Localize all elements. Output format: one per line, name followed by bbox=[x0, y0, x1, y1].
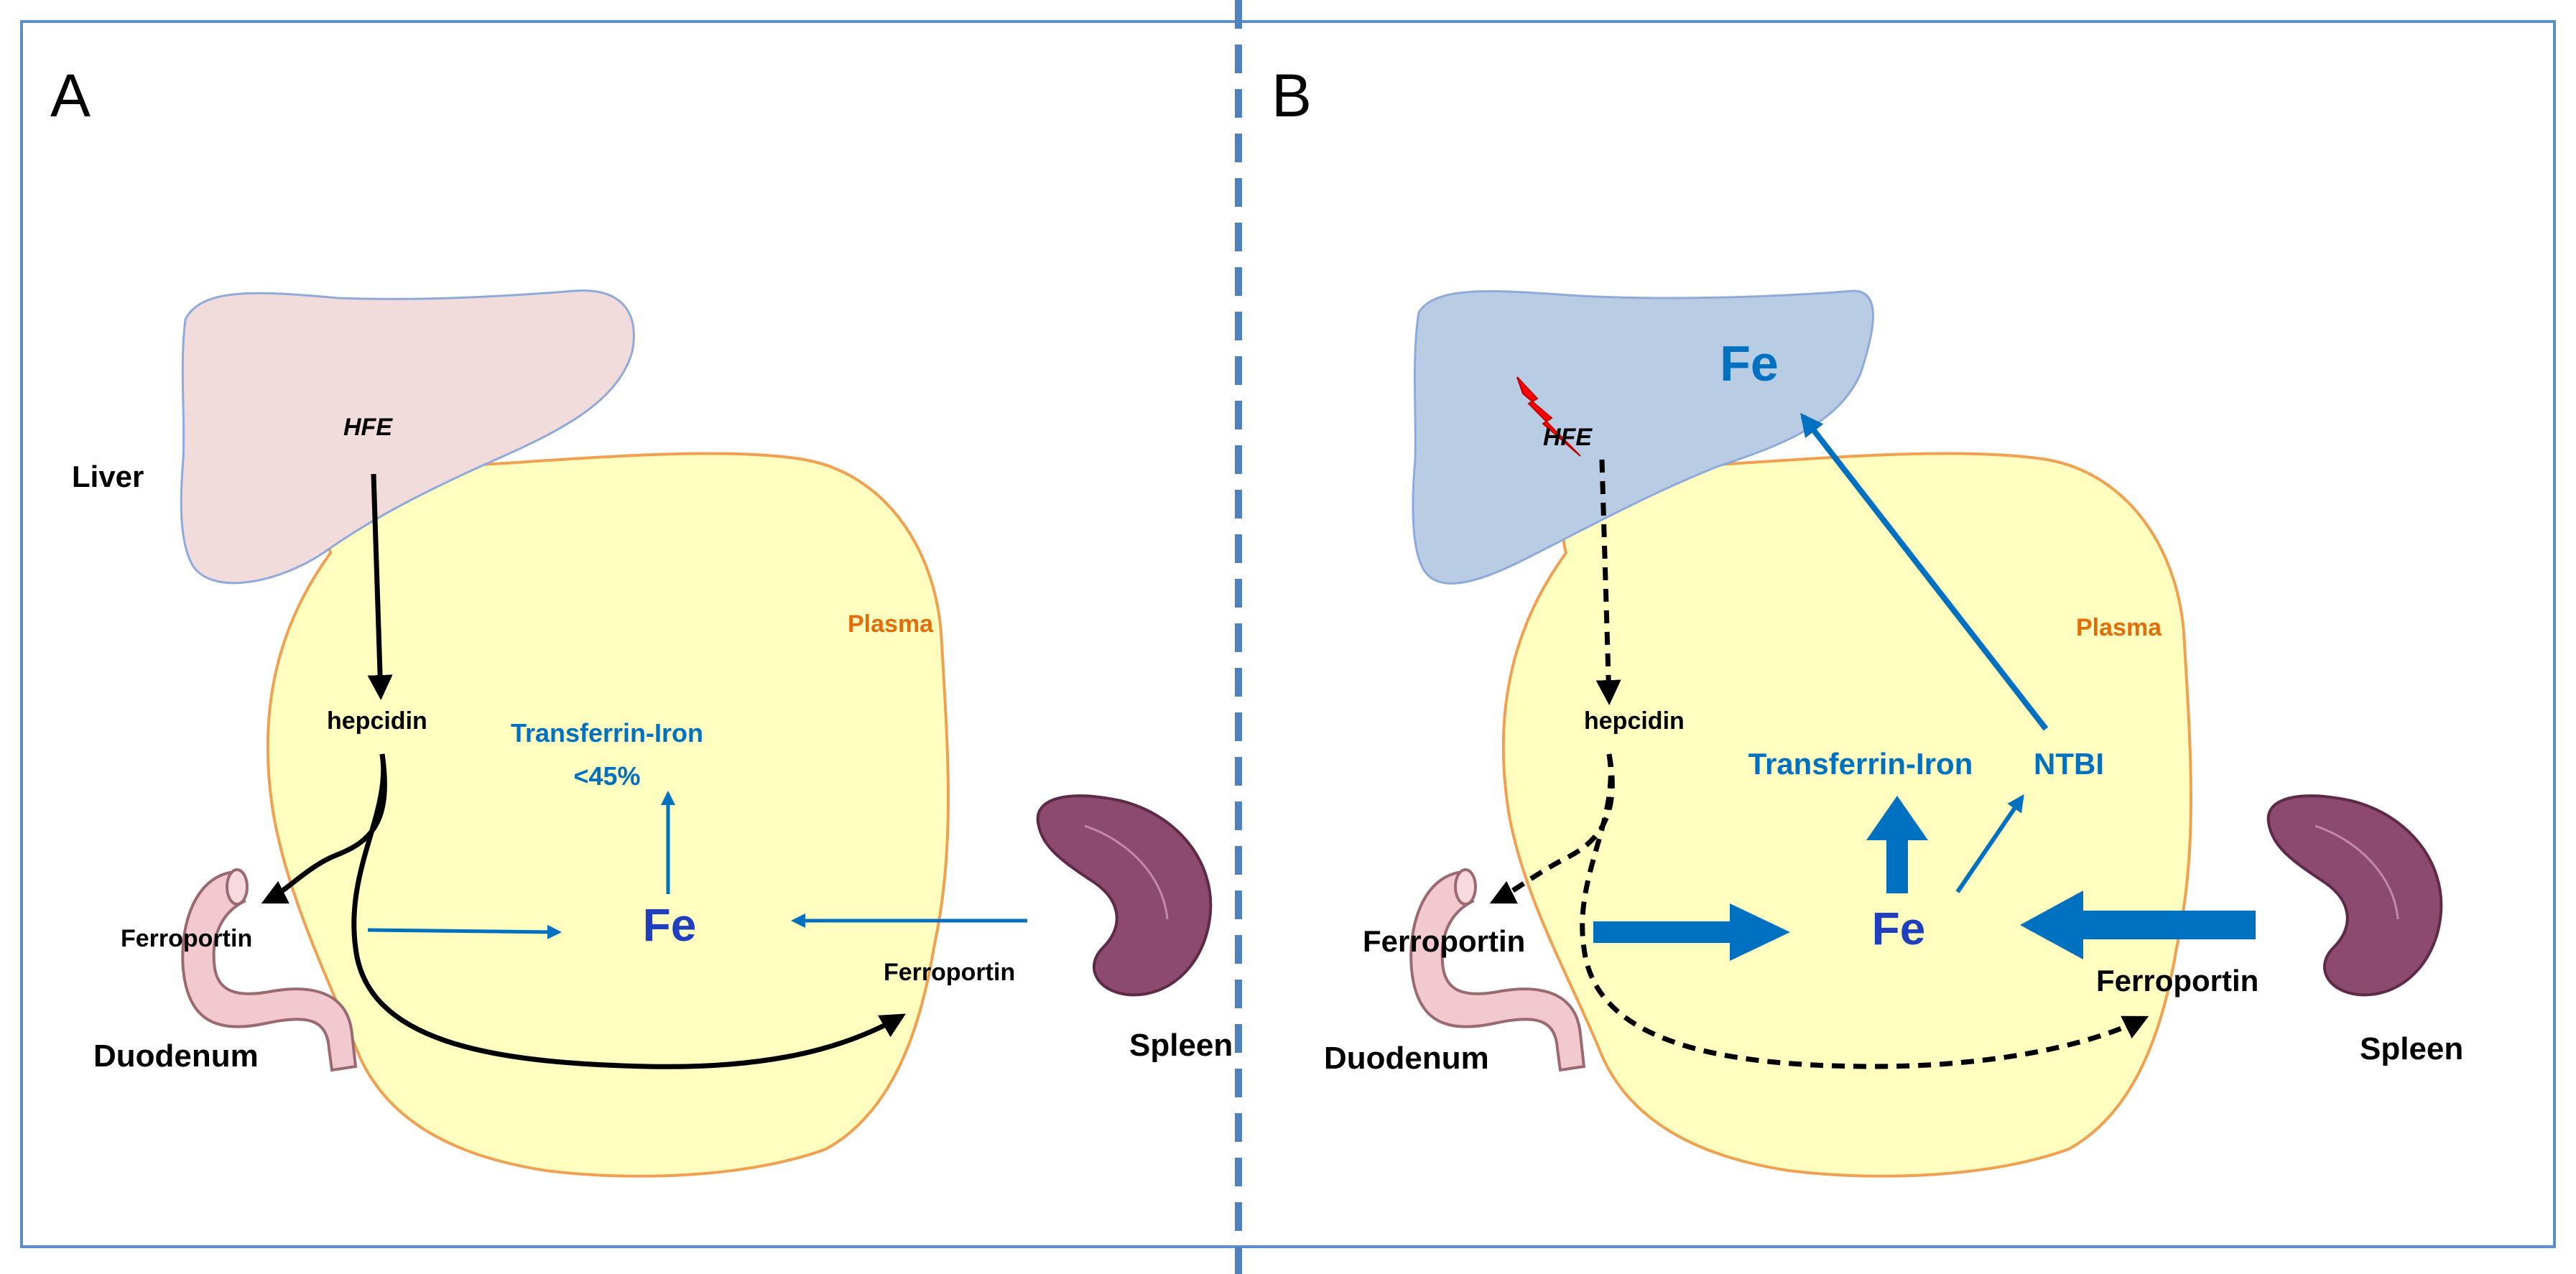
hepcidin-to-spleen-arrow bbox=[351, 753, 907, 1069]
plasma-region bbox=[1501, 452, 2192, 1178]
hepcidin-to-spleen-dashed-arrow bbox=[1580, 753, 2149, 1069]
transferrin-iron-label: Transferrin-Iron bbox=[1748, 747, 1973, 781]
panel-a: A Liver HFE hepcidin Plasma Transferrin-… bbox=[50, 62, 1233, 1178]
plasma-fe-label: Fe bbox=[643, 899, 697, 951]
plasma-label: Plasma bbox=[848, 610, 934, 638]
ferroportin-duodenum-label: Ferroportin bbox=[1363, 924, 1525, 958]
ferroportin-duodenum-label: Ferroportin bbox=[121, 925, 252, 952]
ferroportin-spleen-label: Ferroportin bbox=[2096, 964, 2258, 998]
hfe-gene-label: HFE bbox=[343, 414, 393, 441]
spleen-organ-icon bbox=[2266, 794, 2443, 997]
hepcidin-to-duodenum-arrow bbox=[261, 753, 387, 904]
hepcidin-to-duodenum-dashed-arrow bbox=[1489, 753, 1615, 904]
duodenum-organ-icon bbox=[181, 868, 358, 1072]
duodenum-to-fe-thick-arrow bbox=[1593, 903, 1790, 961]
hfe-gene-label: HFE bbox=[1543, 424, 1593, 451]
liver-label: Liver bbox=[72, 460, 144, 493]
liver-organ-icon bbox=[180, 289, 635, 585]
plasma-label: Plasma bbox=[2076, 614, 2162, 641]
spleen-label: Spleen bbox=[1129, 1028, 1233, 1063]
duodenum-organ-icon bbox=[1409, 868, 1586, 1072]
fe-to-transferrin-thick-arrow bbox=[1866, 796, 1928, 893]
spleen-to-fe-thick-arrow bbox=[2020, 891, 2256, 959]
duodenum-label: Duodenum bbox=[93, 1038, 259, 1074]
spleen-organ-icon bbox=[1036, 794, 1213, 997]
spleen-label: Spleen bbox=[2360, 1031, 2463, 1066]
hfe-to-hepcidin-arrow bbox=[367, 473, 393, 700]
lightning-bolt-icon bbox=[1516, 376, 1581, 457]
duodenum-label: Duodenum bbox=[1324, 1041, 1489, 1076]
hepcidin-label: hepcidin bbox=[1584, 707, 1685, 735]
plasma-fe-label: Fe bbox=[1872, 903, 1926, 954]
plasma-region bbox=[266, 452, 950, 1178]
liver-organ-icon bbox=[1412, 289, 1874, 585]
panel-b-letter: B bbox=[1271, 62, 1312, 129]
ntbi-to-liver-arrow bbox=[1800, 412, 2049, 731]
panel-a-letter: A bbox=[50, 62, 91, 129]
liver-fe-label: Fe bbox=[1720, 335, 1779, 391]
duodenum-to-fe-arrow bbox=[367, 924, 562, 939]
transferrin-saturation-label: <45% bbox=[573, 761, 640, 791]
panel-b: B Fe bbox=[1271, 62, 2463, 1178]
ferroportin-spleen-label: Ferroportin bbox=[884, 959, 1015, 986]
hfe-to-hepcidin-dashed-arrow bbox=[1595, 459, 1621, 705]
fe-to-ntbi-arrow bbox=[1955, 794, 2024, 893]
ntbi-label: NTBI bbox=[2034, 747, 2104, 781]
transferrin-iron-label: Transferrin-Iron bbox=[511, 718, 703, 748]
hepcidin-label: hepcidin bbox=[327, 707, 427, 735]
